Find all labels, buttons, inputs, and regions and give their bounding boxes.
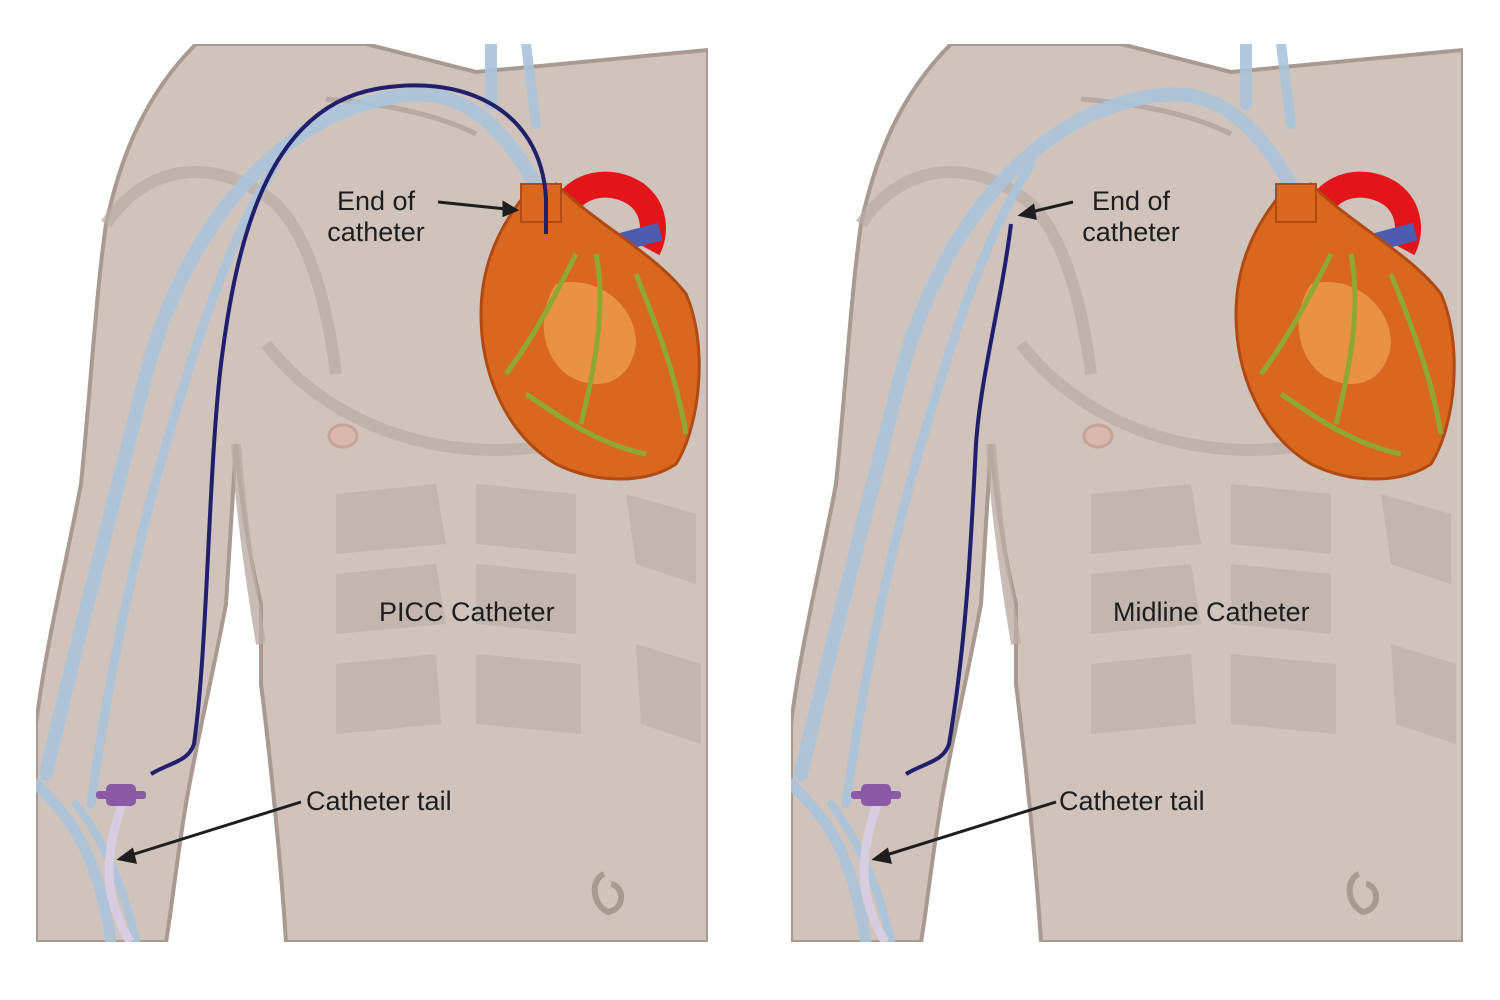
abdominal-muscles [1091, 484, 1456, 744]
catheter-connector [96, 784, 146, 806]
catheter [96, 83, 548, 942]
coronary-vessels [503, 252, 689, 457]
shoulder-contour [856, 166, 1097, 375]
catheter [851, 223, 1013, 942]
coronary-vessels [1258, 252, 1444, 457]
midline-illustration [791, 44, 1463, 942]
catheter-tail-arrow [882, 800, 1057, 858]
heart-highlight [543, 282, 636, 384]
navel [591, 871, 625, 916]
picc-catheter-panel: End of catheter PICC Catheter Catheter t… [36, 44, 708, 942]
panel-title: Midline Catheter [1113, 597, 1310, 627]
vein-network [36, 44, 548, 942]
end-of-catheter-arrowhead [502, 200, 520, 218]
superior-vena-cava [520, 183, 562, 223]
clavicle-line [1080, 96, 1233, 137]
catheter-tail-arrowhead [871, 847, 893, 864]
callout-arrows [871, 200, 1074, 864]
end-of-catheter-arrow [437, 200, 507, 211]
end-of-catheter-label-line2: catheter [1082, 217, 1180, 247]
nipple [1082, 423, 1114, 449]
chest-pectoral-contour [261, 340, 558, 456]
catheter-tail-tube [859, 797, 890, 942]
vein-network [791, 44, 1303, 942]
navel [1346, 871, 1380, 916]
heart [479, 171, 701, 481]
end-of-catheter-arrowhead [1017, 203, 1037, 220]
catheter-line [904, 223, 1013, 776]
catheter-tail-label: Catheter tail [1059, 786, 1205, 816]
shoulder-contour [101, 166, 342, 375]
nipple [327, 423, 359, 449]
end-of-catheter-label-line1: End of [1091, 186, 1171, 216]
picc-illustration [36, 44, 708, 942]
end-of-catheter-label-line2: catheter [327, 217, 425, 247]
clavicle-line [325, 96, 478, 137]
catheter-tail-arrowhead [116, 847, 138, 864]
end-of-catheter-label: End of catheter [311, 186, 441, 248]
heart [1234, 171, 1456, 481]
catheter-tail-label: Catheter tail [306, 786, 452, 816]
panel-title: PICC Catheter [379, 597, 555, 627]
arm-inner-contour [986, 443, 1021, 645]
midline-catheter-panel: End of catheter Midline Catheter Cathete… [791, 44, 1463, 942]
end-of-catheter-label: End of catheter [1066, 186, 1196, 248]
end-of-catheter-arrow [1030, 200, 1074, 214]
abdominal-muscles [336, 484, 701, 744]
end-of-catheter-label-line1: End of [336, 186, 416, 216]
arm-inner-contour [231, 443, 266, 645]
catheter-connector [851, 784, 901, 806]
catheter-line [149, 83, 548, 776]
superior-vena-cava [1275, 183, 1317, 223]
chest-pectoral-contour [1016, 340, 1313, 456]
heart-highlight [1298, 282, 1391, 384]
catheter-tail-tube [104, 797, 135, 942]
catheter-tail-arrow [127, 800, 302, 858]
callout-arrows [116, 200, 520, 864]
